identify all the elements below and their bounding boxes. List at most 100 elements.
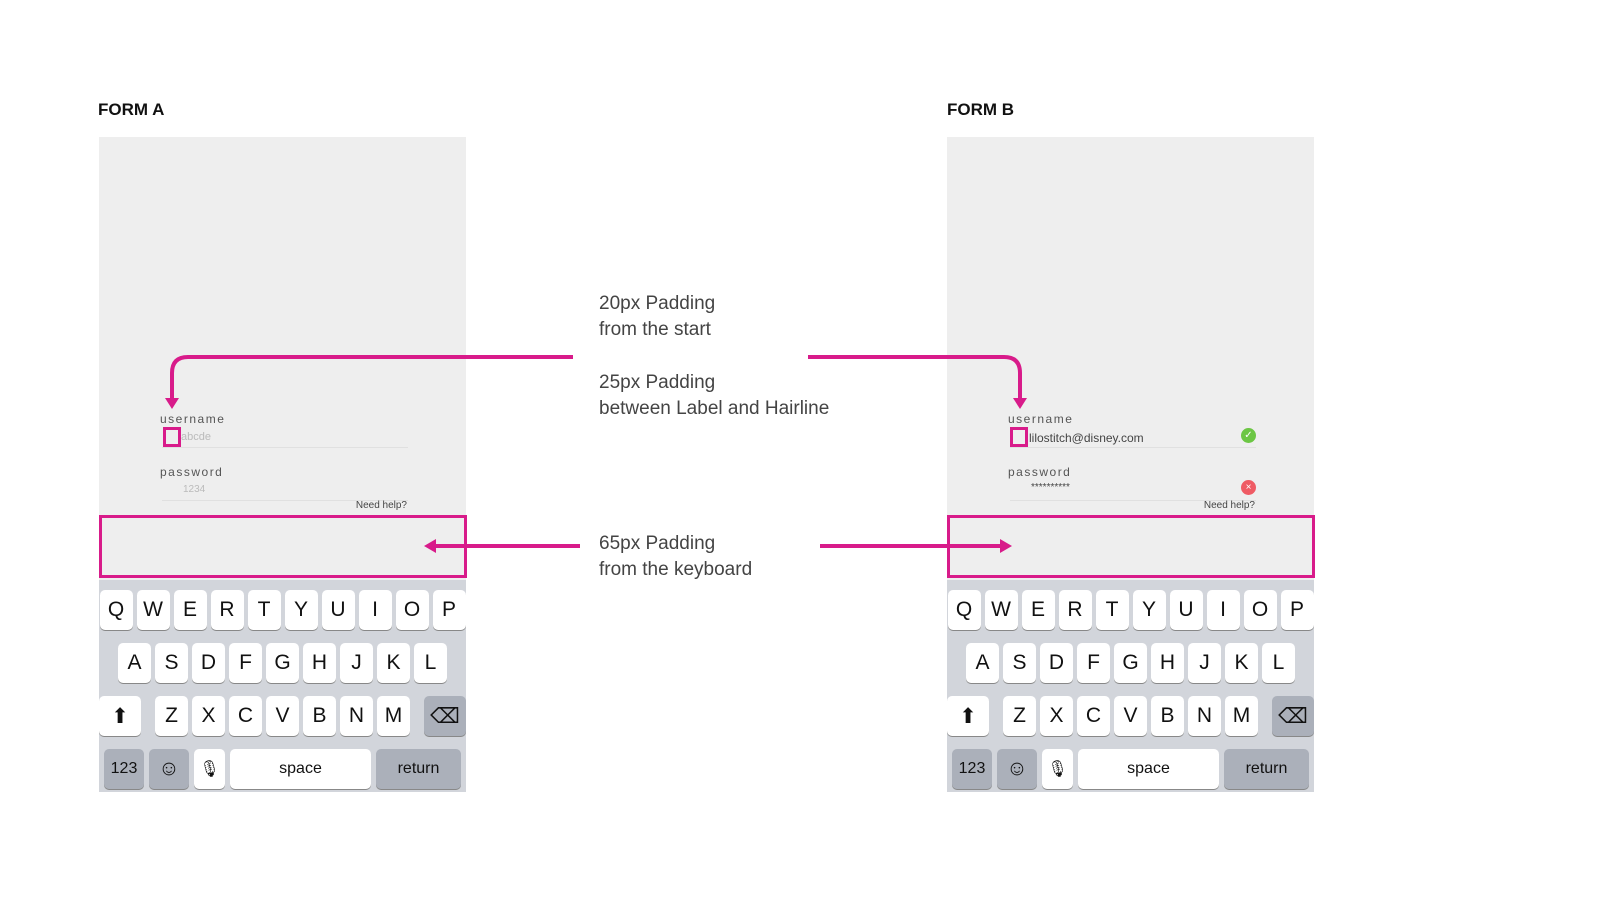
key-x[interactable]: X [1040, 696, 1073, 736]
check-icon: ✓ [1241, 428, 1256, 443]
arrow-start-a [170, 355, 573, 398]
key-y[interactable]: Y [1132, 590, 1166, 630]
return-key[interactable]: return [376, 749, 461, 789]
key-d[interactable]: D [1040, 643, 1073, 683]
key-f[interactable]: F [229, 643, 262, 683]
password-input[interactable]: 1234 [183, 484, 206, 495]
numbers-key[interactable]: 123 [104, 749, 144, 789]
key-h[interactable]: H [1151, 643, 1184, 683]
key-k[interactable]: K [1225, 643, 1258, 683]
username-input[interactable]: lilostitch@disney.com [1029, 431, 1144, 445]
mic-icon[interactable]: 🎙 [194, 749, 225, 789]
key-c[interactable]: C [1077, 696, 1110, 736]
need-help-link[interactable]: Need help? [1203, 500, 1255, 511]
key-x[interactable]: X [192, 696, 225, 736]
shift-key[interactable]: ⬆ [947, 696, 989, 736]
key-u[interactable]: U [321, 590, 355, 630]
space-key[interactable]: space [230, 749, 371, 789]
key-t[interactable]: T [247, 590, 281, 630]
error-icon: × [1241, 480, 1256, 495]
key-n[interactable]: N [340, 696, 373, 736]
key-t[interactable]: T [1095, 590, 1129, 630]
shift-key[interactable]: ⬆ [99, 696, 141, 736]
key-d[interactable]: D [192, 643, 225, 683]
form-a-title: FORM A [98, 100, 165, 119]
form-b-phone: username lilostitch@disney.com ✓ passwor… [947, 137, 1314, 792]
key-p[interactable]: P [1280, 590, 1314, 630]
key-b[interactable]: B [1151, 696, 1184, 736]
username-input[interactable]: abcde [181, 431, 211, 443]
arrowhead-start-a [165, 398, 179, 409]
username-hairline [162, 447, 408, 448]
annotation-keyboard-line2: from the keyboard [599, 559, 753, 580]
key-m[interactable]: M [1225, 696, 1258, 736]
emoji-key[interactable]: ☺ [149, 749, 189, 789]
start-padding-marker-a [163, 427, 181, 447]
key-q[interactable]: Q [947, 590, 981, 630]
key-i[interactable]: I [358, 590, 392, 630]
key-j[interactable]: J [340, 643, 373, 683]
key-e[interactable]: E [1021, 590, 1055, 630]
key-u[interactable]: U [1169, 590, 1203, 630]
key-g[interactable]: G [266, 643, 299, 683]
key-e[interactable]: E [173, 590, 207, 630]
numbers-key[interactable]: 123 [952, 749, 992, 789]
password-input[interactable]: ********** [1031, 482, 1070, 493]
username-label: username [160, 412, 226, 426]
key-i[interactable]: I [1206, 590, 1240, 630]
key-h[interactable]: H [303, 643, 336, 683]
key-v[interactable]: V [266, 696, 299, 736]
key-o[interactable]: O [1243, 590, 1277, 630]
key-f[interactable]: F [1077, 643, 1110, 683]
emoji-key[interactable]: ☺ [997, 749, 1037, 789]
key-r[interactable]: R [210, 590, 244, 630]
annotation-label-line1: 25px Padding [599, 372, 716, 393]
key-a[interactable]: A [118, 643, 151, 683]
space-key[interactable]: space [1078, 749, 1219, 789]
key-z[interactable]: Z [155, 696, 188, 736]
key-m[interactable]: M [377, 696, 410, 736]
delete-key[interactable]: ⌫ [1272, 696, 1314, 736]
key-y[interactable]: Y [284, 590, 318, 630]
annotation-keyboard: 65px Padding from the keyboard [599, 531, 752, 583]
key-o[interactable]: O [395, 590, 429, 630]
key-w[interactable]: W [984, 590, 1018, 630]
arrow-start-b [808, 355, 1022, 398]
key-n[interactable]: N [1188, 696, 1221, 736]
annotation-label: 25px Padding between Label and Hairline [599, 370, 829, 422]
return-key[interactable]: return [1224, 749, 1309, 789]
key-q[interactable]: Q [99, 590, 133, 630]
key-p[interactable]: P [432, 590, 466, 630]
mic-icon[interactable]: 🎙 [1042, 749, 1073, 789]
key-w[interactable]: W [136, 590, 170, 630]
key-s[interactable]: S [155, 643, 188, 683]
arrowhead-keyboard-a [424, 539, 436, 553]
annotation-keyboard-line1: 65px Padding [599, 533, 716, 554]
key-r[interactable]: R [1058, 590, 1092, 630]
key-g[interactable]: G [1114, 643, 1147, 683]
key-c[interactable]: C [229, 696, 262, 736]
key-z[interactable]: Z [1003, 696, 1036, 736]
key-b[interactable]: B [303, 696, 336, 736]
delete-key[interactable]: ⌫ [424, 696, 466, 736]
need-help-link[interactable]: Need help? [355, 500, 407, 511]
key-a[interactable]: A [966, 643, 999, 683]
password-hairline [162, 500, 408, 501]
key-l[interactable]: L [1262, 643, 1295, 683]
arrowhead-start-b [1013, 398, 1027, 409]
key-k[interactable]: K [377, 643, 410, 683]
key-v[interactable]: V [1114, 696, 1147, 736]
arrowhead-keyboard-b [1000, 539, 1012, 553]
key-j[interactable]: J [1188, 643, 1221, 683]
password-hairline [1010, 500, 1256, 501]
key-l[interactable]: L [414, 643, 447, 683]
key-s[interactable]: S [1003, 643, 1036, 683]
